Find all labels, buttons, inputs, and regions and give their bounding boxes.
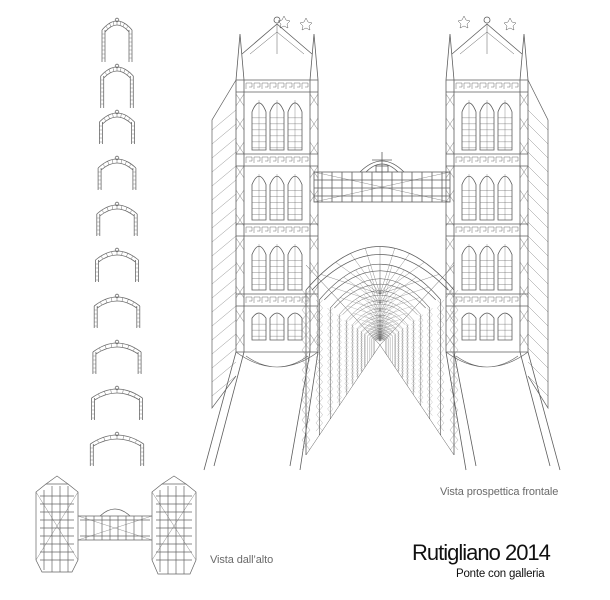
arch-elevation xyxy=(93,293,141,328)
left-tower xyxy=(203,16,319,471)
front-view-caption: Vista prospettica frontale xyxy=(440,486,559,498)
gallery-arch xyxy=(356,314,404,379)
tower-window xyxy=(287,312,303,341)
arch-elevation xyxy=(89,431,145,466)
gallery-rails xyxy=(305,264,455,456)
tower-window xyxy=(269,175,285,221)
tower-plinth-arch xyxy=(445,351,529,368)
top-view-left-tower xyxy=(35,475,79,573)
arch-elevation xyxy=(100,63,134,108)
tower-window xyxy=(479,175,495,221)
project-subtitle: Ponte con galleria xyxy=(456,568,545,580)
tower-finial xyxy=(273,16,281,24)
tower-plinth-arch xyxy=(235,351,319,368)
top-view-bridge xyxy=(77,508,153,541)
arch-sequence xyxy=(89,17,145,466)
gallery-arch xyxy=(360,320,400,373)
tower-window xyxy=(461,102,477,151)
tower-window xyxy=(251,312,267,341)
gallery-arch xyxy=(351,308,409,386)
arch-elevation xyxy=(99,109,135,144)
tower-window xyxy=(269,312,285,341)
ornament-stars xyxy=(277,15,517,31)
tower-window xyxy=(287,175,303,221)
tower-greek-key xyxy=(245,82,309,303)
tower-bands xyxy=(446,79,528,353)
tower-side-walls xyxy=(211,79,549,410)
tower-window xyxy=(497,175,513,221)
tower-finial xyxy=(483,16,491,24)
tower-legs xyxy=(203,351,319,471)
arch-elevation xyxy=(101,17,133,62)
tower-legs xyxy=(445,351,561,471)
arch-elevation xyxy=(96,201,138,236)
front-perspective-view xyxy=(203,15,561,471)
arch-elevation xyxy=(95,247,139,282)
top-view-caption: Vista dall’alto xyxy=(210,554,274,566)
tower-pinnacles xyxy=(235,33,319,81)
tower-window xyxy=(269,102,285,151)
tower-bands xyxy=(236,79,318,353)
tower-window xyxy=(251,102,267,151)
gallery-arch xyxy=(336,290,424,406)
tower-window xyxy=(251,245,267,291)
tower-window xyxy=(479,312,495,341)
tower-side-lattice xyxy=(211,109,549,397)
tower-shaft xyxy=(445,80,529,352)
tower-greek-key xyxy=(455,82,519,303)
project-title: Rutigliano 2014 xyxy=(412,540,551,565)
tower-window xyxy=(479,245,495,291)
arch-elevation xyxy=(92,339,142,374)
tower-shaft xyxy=(235,80,319,352)
tower-window xyxy=(479,102,495,151)
tower-bracing xyxy=(445,93,529,347)
tower-window xyxy=(287,102,303,151)
tower-window xyxy=(251,175,267,221)
tower-window xyxy=(497,245,513,291)
right-tower xyxy=(445,16,561,471)
upper-bridge xyxy=(313,152,451,203)
tower-window xyxy=(497,312,513,341)
arch-elevation xyxy=(97,155,137,190)
tower-pinnacles xyxy=(445,33,529,81)
receding-gallery xyxy=(301,246,459,456)
tower-window xyxy=(287,245,303,291)
top-view-plan xyxy=(35,475,197,575)
arch-elevation xyxy=(91,385,143,420)
tower-window xyxy=(461,312,477,341)
gallery-arch xyxy=(344,300,416,395)
top-view-right-tower xyxy=(151,475,197,575)
tower-window xyxy=(269,245,285,291)
tower-window xyxy=(497,102,513,151)
tower-window xyxy=(461,245,477,291)
tower-window xyxy=(461,175,477,221)
